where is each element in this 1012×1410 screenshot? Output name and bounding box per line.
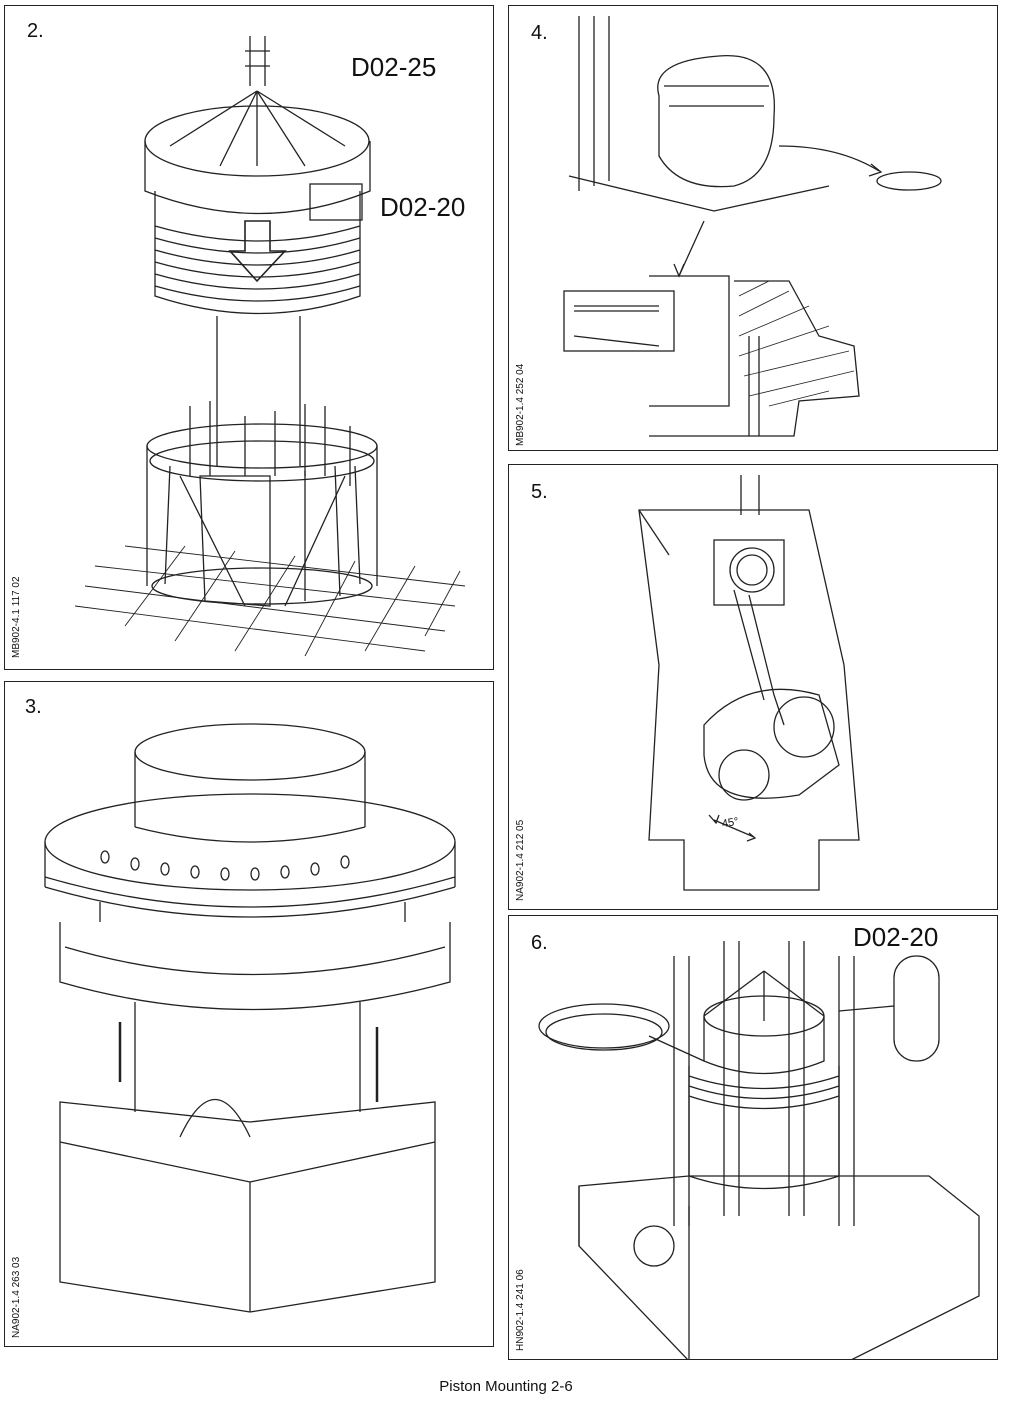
part-label-d02-25: D02-25 — [351, 52, 437, 82]
step-number: 2. — [27, 20, 44, 42]
panel-step-4: 4. MB902-1.4 252 04 — [508, 5, 998, 451]
panel-step-3: 3. NA902-1.4 263 03 — [4, 681, 494, 1347]
part-label-d02-20: D02-20 — [853, 922, 939, 952]
piston-crown-illustration — [44, 723, 456, 1313]
panel-step-5: 5. NA902-1.4 212 05 45° — [508, 464, 998, 910]
step-number: 4. — [531, 22, 548, 44]
piston-lifting-illustration — [74, 36, 466, 657]
panel-step-2: 2. D02-25 D02-20 MB902-4.1 117 02 — [4, 5, 494, 670]
figure-caption: Piston Mounting 2-6 — [439, 1378, 573, 1395]
part-label-d02-20: D02-20 — [380, 192, 466, 222]
step-number: 6. — [531, 932, 548, 954]
step-number: 3. — [25, 696, 42, 718]
piston-mounting-illustration — [538, 941, 980, 1359]
crankcase-illustration — [638, 475, 860, 891]
step-number: 5. — [531, 481, 548, 503]
cleaning-illustration — [563, 16, 942, 437]
panel-step-6: 6. D02-20 HN902-1.4 241 06 — [508, 915, 998, 1360]
